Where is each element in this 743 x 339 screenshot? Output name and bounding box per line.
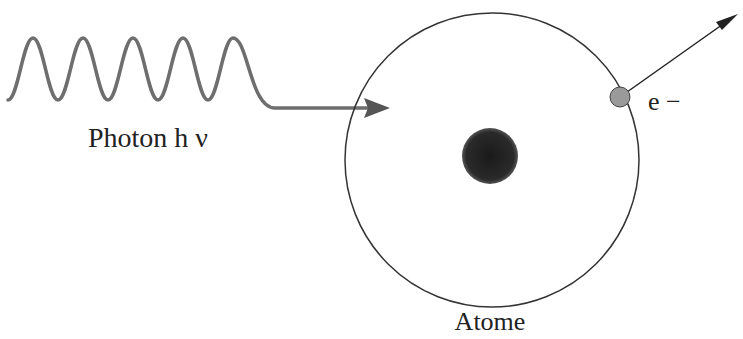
electron xyxy=(610,87,630,107)
electron-arrowhead xyxy=(716,14,738,30)
photon-wave xyxy=(8,38,368,108)
photon-arrowhead xyxy=(364,98,390,118)
electron-path xyxy=(620,22,726,97)
atom-label: Atome xyxy=(455,309,526,335)
electron-label: e − xyxy=(648,89,681,115)
atom-shell xyxy=(345,13,639,307)
photon-label: Photon h ν xyxy=(88,124,208,152)
nucleus xyxy=(462,128,518,184)
